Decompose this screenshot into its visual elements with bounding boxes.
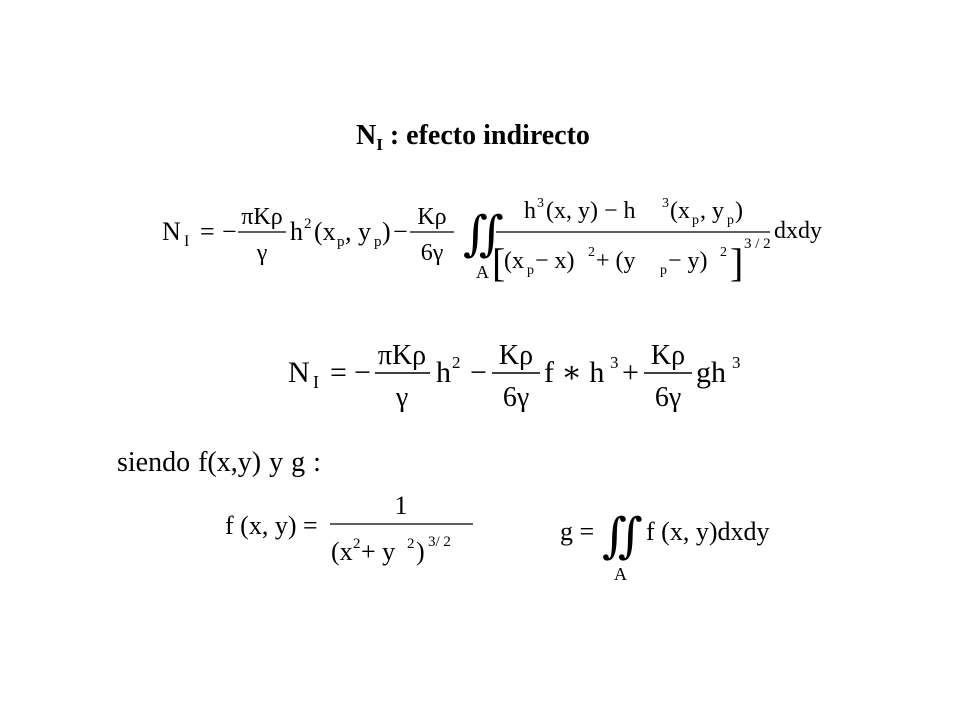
eq1-lhs: N — [162, 217, 181, 246]
eq1-den-sub-p-1: p — [527, 263, 534, 278]
eq1-differential: dxdy — [774, 218, 822, 244]
eq1-lhs-sub: I — [184, 233, 189, 250]
eq1-minus-2: − — [393, 217, 408, 246]
eq1-args-x: (x — [314, 217, 336, 246]
eq2-plus: + — [622, 356, 639, 389]
eq1-numerator-cube-1: 3 — [537, 196, 544, 211]
eq1-args-close: ) — [382, 217, 391, 246]
eq2-cube-2: 3 — [732, 353, 741, 372]
eq2-cube-1: 3 — [610, 353, 619, 372]
eq1-numerator-close: ) — [735, 198, 743, 224]
eq1-den-bracket-close: ] — [730, 240, 743, 285]
eq2-f-star-h: f ∗ h — [544, 356, 604, 389]
eq1-equals: = — [200, 217, 215, 246]
eq3-den-part-b: + y — [361, 537, 395, 566]
eq2-term2-denominator: 6γ — [503, 382, 529, 413]
eq4-lhs: g = — [560, 517, 594, 546]
eq1-term1-numerator: πKρ — [241, 204, 282, 230]
siendo-text: siendo f(x,y) y g : — [117, 447, 321, 478]
eq1-numerator-sub-p-2: p — [727, 213, 734, 228]
eq3-numerator: 1 — [395, 491, 408, 520]
eq2-term2-numerator: Kρ — [499, 340, 533, 371]
eq2-h: h — [436, 356, 451, 389]
eq2-lhs: N — [288, 356, 310, 389]
eq4-double-integral: ∬ — [602, 510, 643, 563]
eq1-numerator-part-c: , y — [700, 198, 724, 224]
eq1-numerator-h: h — [524, 198, 536, 224]
eq4-body: f (x, y)dxdy — [646, 517, 769, 546]
eq2-term1-denominator: γ — [395, 382, 408, 413]
eq1-numerator-sub-p-1: p — [692, 213, 699, 228]
eq1-minus-1: − — [222, 217, 237, 246]
eq1-den-bracket-open: [ — [492, 240, 505, 285]
eq1-den-part-d: − y) — [668, 248, 708, 274]
eq1-h: h — [290, 217, 303, 246]
eq1-numerator-cube-2: 3 — [662, 196, 669, 211]
eq1-numerator-part-a: (x, y) − h — [546, 198, 636, 224]
eq3-den-square-1: 2 — [353, 536, 361, 552]
eq1-term2-numerator: Kρ — [417, 204, 446, 230]
eq2-term1-numerator: πKρ — [378, 340, 426, 371]
eq3-den-part-a: (x — [331, 537, 353, 566]
title-symbol: N — [356, 120, 377, 151]
eq1-den-square-2: 2 — [720, 245, 727, 260]
eq1-term2-denominator: 6γ — [421, 240, 444, 266]
eq1-sub-p-1: p — [337, 234, 345, 250]
eq1-den-part-c: + (y — [596, 248, 636, 274]
eq1-numerator-part-b: (x — [670, 198, 690, 224]
eq2-term3-numerator: Kρ — [651, 340, 685, 371]
slide-title: NI : efecto indirecto — [356, 120, 590, 155]
eq2-minus-2: − — [470, 356, 487, 389]
title-text: : efecto indirecto — [382, 120, 590, 151]
equation-convolution-form: N I = − πKρ γ h 2 − Kρ 6γ f ∗ h 3 + Kρ 6… — [288, 340, 741, 413]
eq1-den-square-1: 2 — [588, 245, 595, 260]
eq1-den-part-b: − x) — [535, 248, 575, 274]
eq1-den-sub-p-2: p — [660, 263, 667, 278]
eq2-term3-denominator: 6γ — [655, 382, 681, 413]
eq3-lhs: f (x, y) = — [225, 511, 318, 540]
eq1-args-y: , y — [345, 217, 371, 246]
eq2-gh: gh — [696, 356, 726, 389]
eq1-sub-p-2: p — [374, 234, 382, 250]
equation-integral-form: N I = − πKρ γ h 2 (x p , y p ) − Kρ 6γ ∬… — [162, 196, 822, 285]
eq1-term1-denominator: γ — [256, 240, 268, 266]
equation-g-definition: g = ∬ A f (x, y)dxdy — [560, 510, 769, 584]
eq1-den-part-a: (x — [504, 248, 524, 274]
eq1-h-square: 2 — [304, 216, 312, 232]
title-subscript: I — [376, 135, 383, 154]
equation-f-definition: f (x, y) = 1 (x 2 + y 2 ) 3/ 2 — [225, 491, 473, 566]
eq3-den-square-2: 2 — [407, 536, 415, 552]
eq3-den-exponent: 3/ 2 — [428, 534, 451, 550]
eq1-den-exponent: 3 / 2 — [744, 236, 771, 252]
eq2-lhs-sub: I — [313, 372, 319, 392]
eq2-h-square: 2 — [452, 353, 461, 372]
eq2-equals: = — [330, 356, 347, 389]
eq1-integral-region: A — [476, 262, 489, 282]
eq3-den-part-c: ) — [416, 537, 425, 566]
eq2-minus-1: − — [354, 356, 371, 389]
eq4-integral-region: A — [614, 564, 627, 584]
eq1-double-integral: ∬ — [463, 208, 504, 261]
